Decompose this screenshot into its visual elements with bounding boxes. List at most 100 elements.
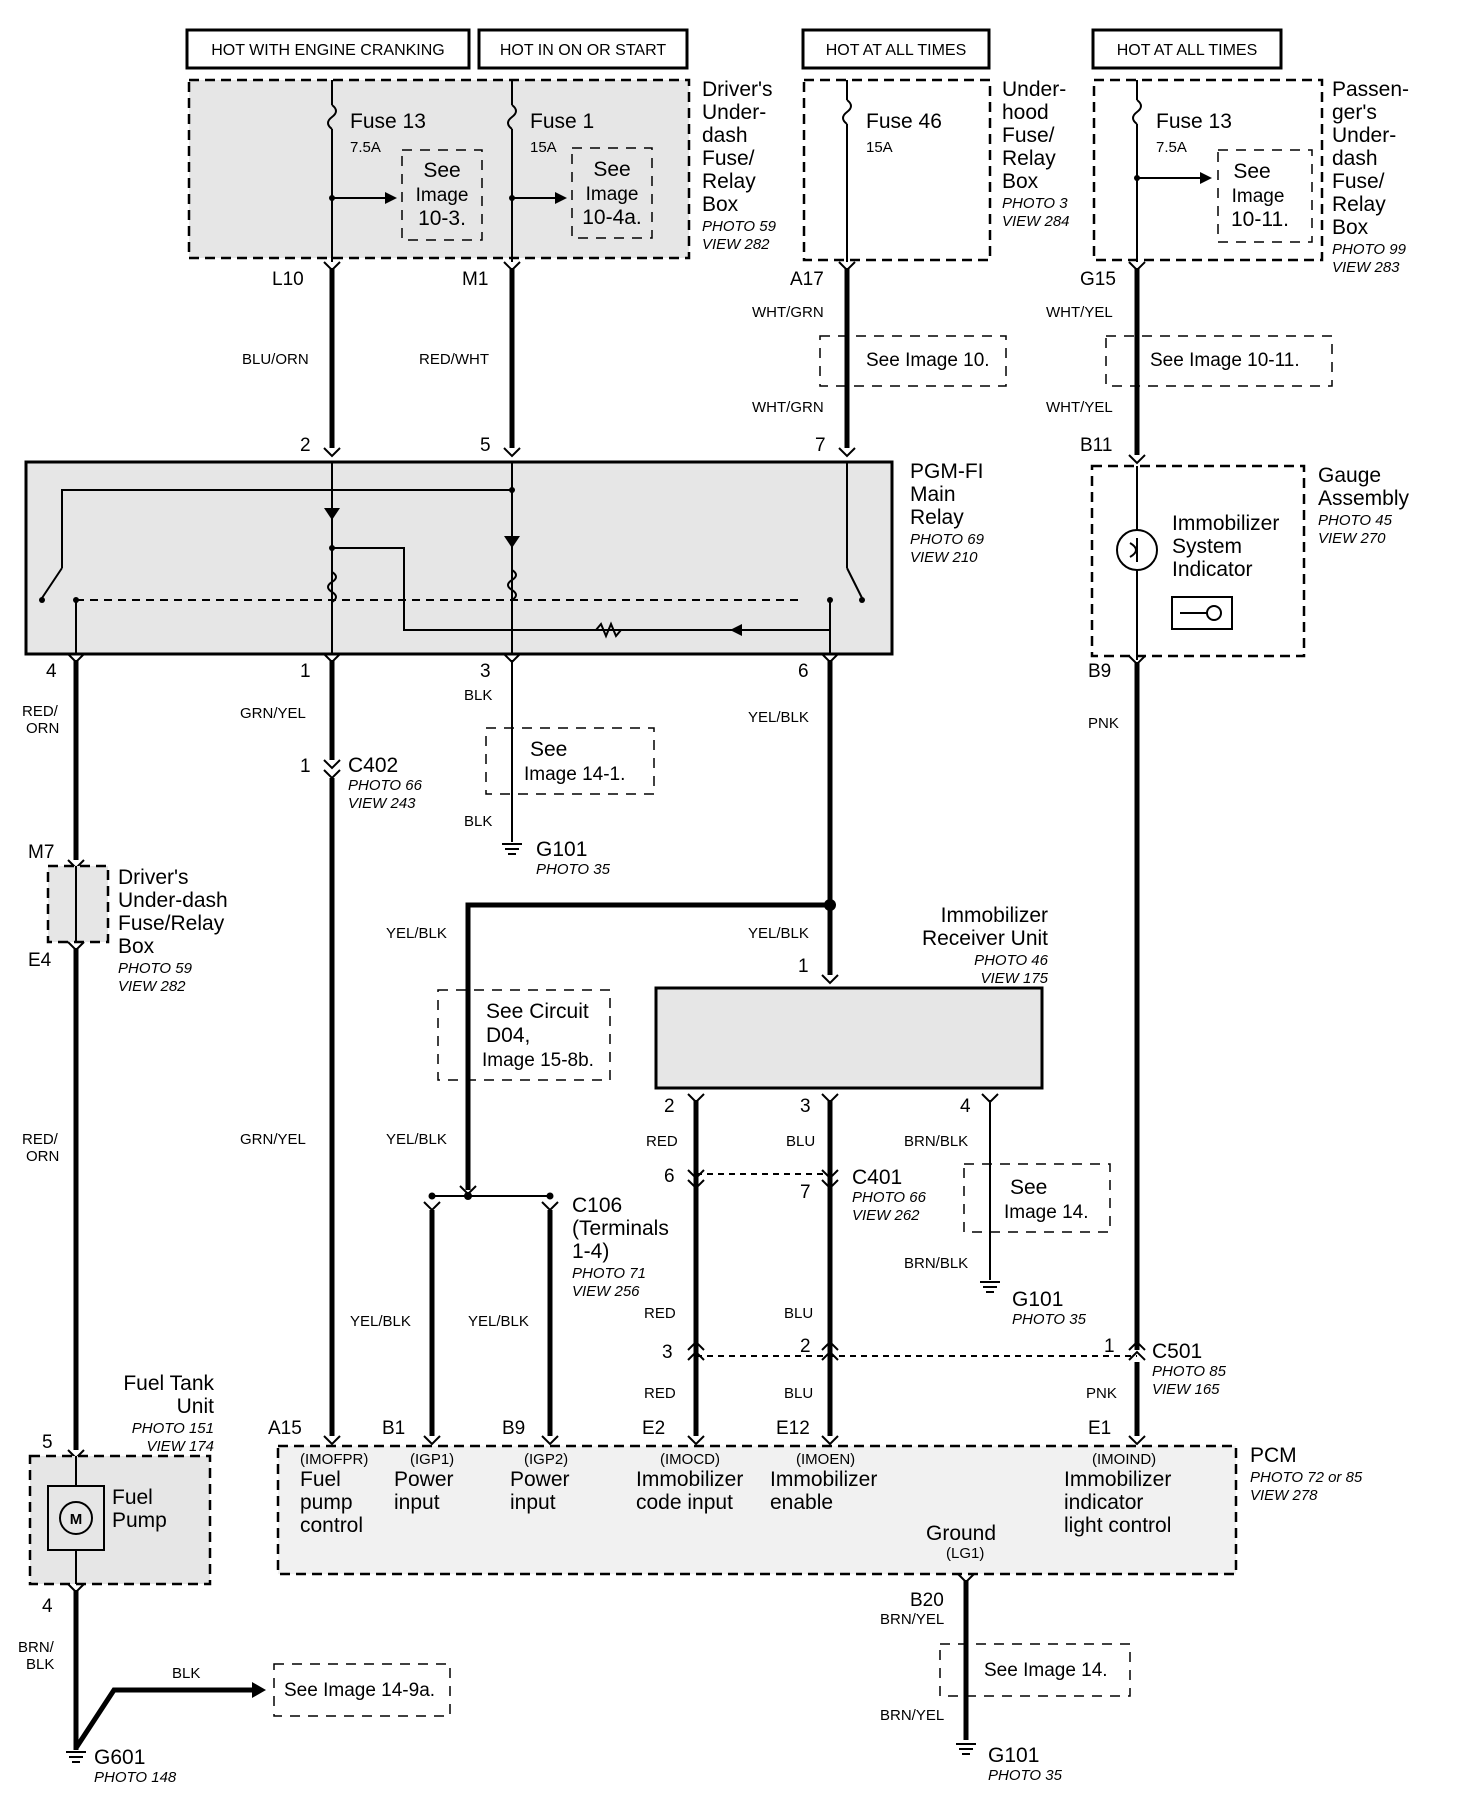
pcm-terminal-power-input-1: (IGP1) Power input [394,1451,454,1514]
terminal-code: (IGP1) [410,1451,454,1468]
drivers-underdash-fuse-box: Fuse 13 7.5A Fuse 1 15A See Image 10-3. … [187,78,777,262]
terminal-code: (IGP2) [524,1451,568,1468]
see-image-14-1: See [530,738,567,761]
photo-ref: PHOTO 69 [910,531,985,548]
wire-red-wht: RED/WHT [419,351,489,368]
wire-blu: BLU [784,1385,813,1402]
pin-B9-gauge: B9 [1088,661,1111,682]
wire-brn-yel: BRN/YEL [880,1707,944,1724]
label-line: Passen- [1332,78,1409,101]
header-on-or-start: HOT IN ON OR START [477,28,689,70]
pin-4: 4 [46,661,57,682]
view-ref: VIEW 175 [980,970,1048,987]
wire-pnk: PNK [1088,715,1119,732]
ground-icon [502,843,522,855]
fuse-13-label: Fuse 13 [350,110,426,133]
see-circuit-d04: See Circuit [486,1000,589,1023]
underhood-fuse-box: Fuse 46 15A Under- hood Fuse/ Relay Box … [802,78,1070,262]
label-line: dash [702,124,748,147]
indicator-label: Indicator [1172,558,1253,581]
label-line: Box [702,193,739,216]
pgm-fi-main-relay: PGM-FI Main Relay PHOTO 69 VIEW 210 [24,460,985,656]
pcm-terminal-power-input-2: (IGP2) Power input [510,1451,570,1514]
header-hot-at-all-times-2: HOT AT ALL TIMES [1091,28,1283,70]
pin-iru-3: 3 [800,1096,811,1117]
label-line: Under- [702,101,766,124]
view-ref: VIEW 270 [1318,530,1386,547]
top-wires: L10 M1 A17 G15 BLU/ORN RED/WHT WHT/GRN W… [242,261,1333,465]
terminal-label: pump [300,1491,353,1514]
pcm-terminal-immobilizer-code-input: (IMOCD) Immobilizer code input [636,1451,743,1514]
photo-ref: PHOTO 46 [974,952,1049,969]
wire-blu-orn: BLU/ORN [242,351,309,368]
pin-B20: B20 [910,1590,944,1611]
header-text: HOT AT ALL TIMES [1117,42,1258,59]
photo-ref: PHOTO 66 [852,1189,927,1206]
label-line: Assembly [1318,487,1410,510]
label-line: Box [118,935,155,958]
header-hot-at-all-times-1: HOT AT ALL TIMES [801,28,991,70]
pin-E4: E4 [28,950,52,971]
wire-red: RED [644,1305,676,1322]
pcm-terminal-fuel-pump-control: (IMOFPR) Fuel pump control [300,1451,368,1537]
photo-ref: PHOTO 3 [1002,195,1068,212]
pin-B11: B11 [1080,435,1112,456]
label-line: Unit [177,1395,215,1418]
pin-B9: B9 [502,1418,525,1439]
see-image-14-1-line: Image 14-1. [524,764,625,785]
fuse-46-amp: 15A [866,139,893,156]
ground-g601: G601 [94,1746,145,1769]
terminal-label: input [510,1491,556,1514]
terminal-label: code input [636,1491,733,1514]
drivers-underdash-box-label: Driver's Under- dash Fuse/ Relay Box PHO… [702,78,777,253]
underhood-box-label: Under- hood Fuse/ Relay Box PHOTO 3 VIEW… [1002,78,1070,230]
pin-2: 2 [300,435,311,456]
see-image-10-3: See [423,159,460,182]
label-line: 1-4) [572,1240,609,1263]
header-text: HOT IN ON OR START [500,42,666,59]
wire-yel-blk: YEL/BLK [748,709,809,726]
ground-icon [66,1751,86,1763]
passengers-underdash-fuse-box: Fuse 13 7.5A See Image 10-11. Passen- ge… [1092,78,1409,276]
connector-c401: C401 [852,1166,902,1189]
header-text: HOT WITH ENGINE CRANKING [211,42,445,59]
view-ref: VIEW 210 [910,549,978,566]
pin-A15: A15 [268,1418,302,1439]
terminal-label: Immobilizer [1064,1468,1171,1491]
fuse-46-label: Fuse 46 [866,110,942,133]
see-image-10-11b: See Image 10-11. [1150,350,1300,371]
label-line: C106 [572,1194,622,1217]
terminal-code: (IMOFPR) [300,1451,368,1468]
indicator-label: System [1172,535,1242,558]
terminal-code: (IMOCD) [660,1451,720,1468]
ground-g101b: G101 [1012,1288,1063,1311]
see-image-10-4a-line: Image [586,184,639,205]
label-line: Relay [1332,193,1386,216]
pin-L10: L10 [272,269,304,290]
see-image-14-line: Image 14. [1004,1202,1089,1223]
fuel-pump-label: Pump [112,1509,167,1532]
pin-1: 1 [300,661,311,682]
wire-red-orn: RED/ORN [22,1131,59,1165]
photo-ref: PHOTO 72 or 85 [1250,1469,1363,1486]
indicator-label: Immobilizer [1172,512,1279,535]
photo-ref: PHOTO 59 [702,218,777,235]
label-line: Relay [910,506,964,529]
view-ref: VIEW 282 [118,978,186,995]
header-engine-cranking: HOT WITH ENGINE CRANKING [185,28,471,70]
pin-3: 3 [480,661,491,682]
photo-ref: PHOTO 66 [348,777,423,794]
label-line: PGM-FI [910,460,984,483]
wire-wht-grn: WHT/GRN [752,304,824,321]
motor-icon [47,1485,105,1551]
pin-6: 6 [798,661,809,682]
view-ref: VIEW 283 [1332,259,1400,276]
see-image-10-4a: See [593,158,630,181]
wire-yel-blk: YEL/BLK [386,1131,447,1148]
see-image-10-11-line: Image [1232,186,1285,207]
pin-iru-4: 4 [960,1096,971,1117]
see-circuit-d04-line: Image 15-8b. [482,1050,594,1071]
fuel-tank-unit: Fuel Tank Unit PHOTO 151 VIEW 174 5 M Fu… [18,1372,451,1786]
terminal-label: control [300,1514,363,1537]
